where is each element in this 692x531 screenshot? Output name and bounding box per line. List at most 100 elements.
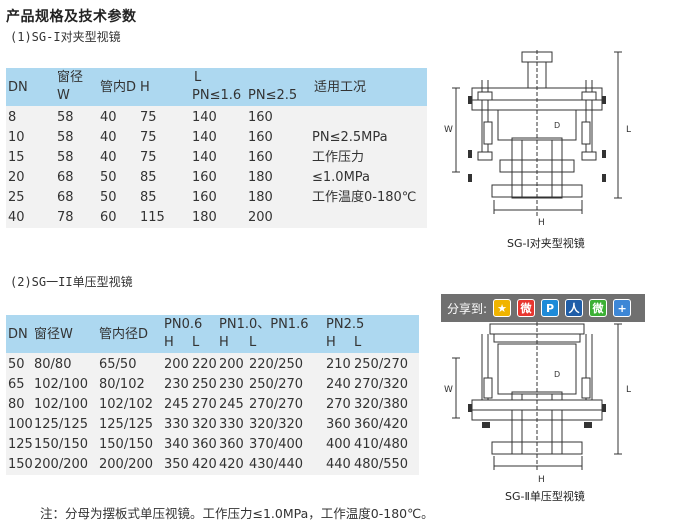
sg1-row-2-w: 58 [57, 150, 74, 165]
sg1-row-0-l25: 160 [248, 110, 273, 125]
sg2-row-3-l06: 320 [192, 417, 217, 432]
sg2-caption: SG-Ⅱ单压型视镜 [505, 490, 585, 503]
sg1-row-2-l25: 160 [248, 150, 273, 165]
sg1-row-3-l16: 160 [192, 170, 217, 185]
sg1-row-5-d: 60 [100, 210, 117, 225]
section2-title: (2)SG一II单压型视镜 [10, 275, 133, 289]
sg2-row-5-h06: 350 [164, 457, 189, 472]
sg2-row-4-h25: 400 [326, 437, 351, 452]
sg2-row-5-h25: 440 [326, 457, 351, 472]
section1-title: (1)SG-I对夹型视镜 [10, 30, 121, 44]
sg2-row-2-d: 102/102 [99, 397, 154, 412]
sg1-row-5-h: 115 [140, 210, 165, 225]
header-inner-diam: 管内D [100, 80, 137, 95]
sg1-row-0-w: 58 [57, 110, 74, 125]
sg2-row-5-l25: 480/550 [354, 457, 409, 472]
spec-table-sg2-header [6, 315, 419, 353]
sg1-row-4-l16: 160 [192, 190, 217, 205]
more-icon[interactable]: + [613, 299, 632, 317]
sg1-caption: SG-Ⅰ对夹型视镜 [507, 237, 585, 250]
sg1-row-2-h: 75 [140, 150, 157, 165]
sg1-row-1-h: 75 [140, 130, 157, 145]
header-pn25: PN≤2.5 [248, 88, 298, 103]
sg2-row-1-h10: 230 [219, 377, 244, 392]
sg1-row-1-d: 40 [100, 130, 117, 145]
sg1-row-1-cond: PN≤2.5MPa [312, 130, 388, 145]
sg2-l-label: L [626, 385, 631, 395]
sg2-row-4-l06: 360 [192, 437, 217, 452]
sg2-row-3-l10: 320/320 [249, 417, 304, 432]
sg1-row-0-d: 40 [100, 110, 117, 125]
sg1-row-5-l16: 180 [192, 210, 217, 225]
sg2-row-2-h06: 245 [164, 397, 189, 412]
sg2-row-4-dn: 125 [8, 437, 33, 452]
sg1-row-5-l25: 200 [248, 210, 273, 225]
sg1-row-3-cond: ≤1.0MPa [312, 170, 371, 185]
weibo-icon[interactable]: 微 [517, 299, 536, 317]
sg2-row-2-dn: 80 [8, 397, 25, 412]
sg2-row-3-h06: 330 [164, 417, 189, 432]
sg2-row-3-dn: 100 [8, 417, 33, 432]
sg1-row-1-l16: 140 [192, 130, 217, 145]
sg2-row-2-h25: 270 [326, 397, 351, 412]
tencent-weibo-icon[interactable]: P [541, 299, 560, 317]
sg2-row-1-d: 80/102 [99, 377, 145, 392]
sg2-row-1-h25: 240 [326, 377, 351, 392]
share-label: 分享到: [447, 301, 488, 316]
wechat-icon[interactable]: 微 [589, 299, 608, 317]
sg1-row-2-l16: 140 [192, 150, 217, 165]
sg1-d-label: D [554, 121, 560, 130]
renren-icon[interactable]: 人 [565, 299, 584, 317]
sg1-row-0-l16: 140 [192, 110, 217, 125]
sg2-row-0-h25: 210 [326, 357, 351, 372]
page-heading: 产品规格及技术参数 [6, 9, 137, 25]
sg1-row-0-dn: 8 [8, 110, 17, 125]
header-condition: 适用工况 [314, 80, 367, 95]
header2-pn10-16: PN1.0、PN1.6 [219, 317, 309, 332]
header-window-diam: 窗径 [57, 70, 84, 85]
sg1-row-1-w: 58 [57, 130, 74, 145]
sg1-row-4-dn: 25 [8, 190, 25, 205]
sg1-row-0-h: 75 [140, 110, 157, 125]
sg2-row-3-l25: 360/420 [354, 417, 409, 432]
sg2-row-5-l06: 420 [192, 457, 217, 472]
sg2-row-4-d: 150/150 [99, 437, 154, 452]
sg2-row-3-h25: 360 [326, 417, 351, 432]
sg2-row-1-l06: 250 [192, 377, 217, 392]
sg1-h-label: H [538, 218, 545, 228]
sg1-row-4-h: 85 [140, 190, 157, 205]
sg2-row-4-l25: 410/480 [354, 437, 409, 452]
sg1-row-5-dn: 40 [8, 210, 25, 225]
sg1-row-3-d: 50 [100, 170, 117, 185]
sg2-row-2-l06: 270 [192, 397, 217, 412]
header2-pn25: PN2.5 [326, 317, 365, 332]
footnote: 注：分母为摆板式单压视镜。工作压力≤1.0MPa，工作温度0-180℃。 [40, 506, 434, 521]
sg2-d-label: D [554, 370, 560, 379]
sg2-row-3-d: 125/125 [99, 417, 154, 432]
sg2-row-1-l25: 270/320 [354, 377, 409, 392]
sg1-row-5-w: 78 [57, 210, 74, 225]
sg2-row-0-l06: 220 [192, 357, 217, 372]
sg2-row-4-w: 150/150 [34, 437, 89, 452]
sg2-schematic: W L H D [444, 322, 631, 485]
qzone-icon[interactable]: ★ [493, 299, 512, 317]
sg1-row-3-dn: 20 [8, 170, 25, 185]
header2-pn25-h: H [326, 335, 336, 350]
sg2-w-label: W [444, 385, 453, 395]
sg2-row-1-h06: 230 [164, 377, 189, 392]
sg2-row-5-l10: 430/440 [249, 457, 304, 472]
sg2-row-0-d: 65/50 [99, 357, 137, 372]
header2-dn: DN [8, 327, 28, 342]
sg1-row-4-d: 50 [100, 190, 117, 205]
sg2-row-5-dn: 150 [8, 457, 33, 472]
header2-pn06-h: H [164, 335, 174, 350]
sg1-row-3-h: 85 [140, 170, 157, 185]
sg2-row-1-dn: 65 [8, 377, 25, 392]
sg1-row-2-cond: 工作压力 [312, 150, 365, 165]
sg2-row-3-h10: 330 [219, 417, 244, 432]
header-h: H [140, 80, 150, 95]
header2-inner-diam: 管内径D [99, 327, 149, 342]
sg1-row-4-l25: 180 [248, 190, 273, 205]
sg2-row-0-h10: 200 [219, 357, 244, 372]
